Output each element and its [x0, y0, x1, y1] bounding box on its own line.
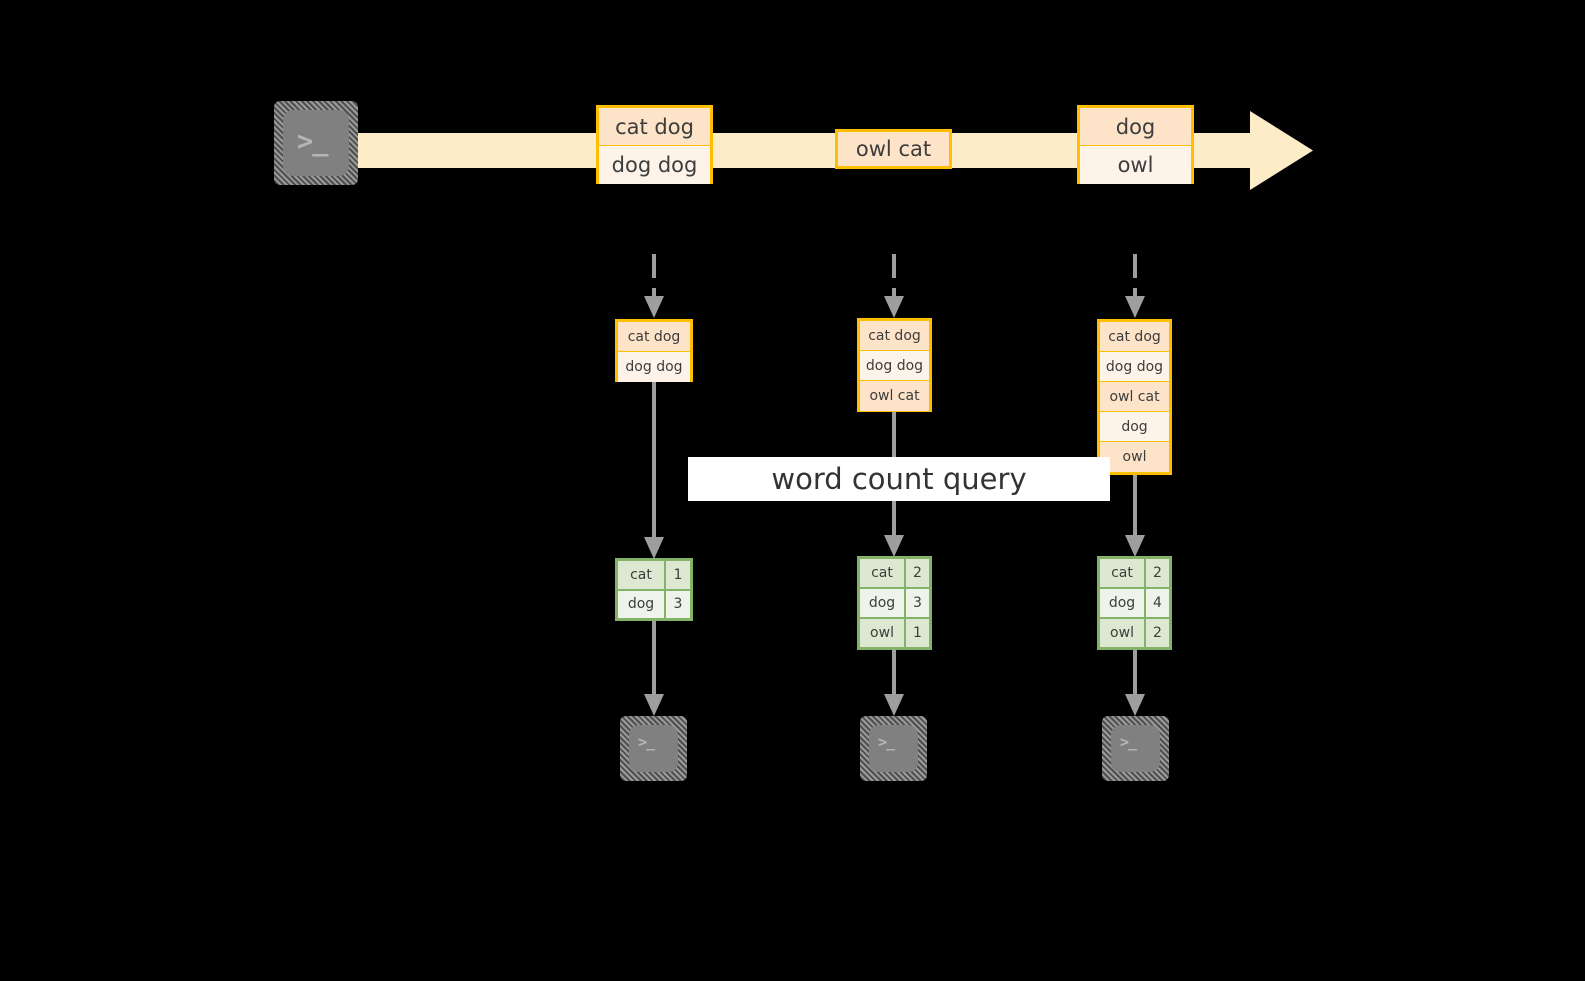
- result-word-cell: cat: [1100, 559, 1146, 587]
- result-count-cell: 1: [666, 561, 690, 589]
- source-terminal-icon[interactable]: >_: [274, 101, 358, 185]
- result-word-cell: dog: [860, 589, 906, 617]
- snapshot-input-line: dog dog: [618, 352, 690, 382]
- snapshot-input-line: cat dog: [860, 321, 929, 351]
- snapshot-2-dashed-connector: [884, 254, 904, 318]
- snapshot-3-sink-terminal-icon[interactable]: >_: [1102, 716, 1169, 781]
- terminal-body: [869, 725, 918, 772]
- terminal-prompt-glyph: >_: [638, 733, 655, 751]
- snapshot-input-line: owl cat: [1100, 382, 1169, 412]
- terminal-body: [283, 110, 349, 176]
- snapshot-1-dashed-connector: [644, 254, 664, 318]
- stream-arrow-icon: [355, 111, 1313, 190]
- snapshot-3-dashed-connector: [1125, 254, 1145, 318]
- stream-event-line: dog: [1080, 108, 1191, 146]
- snapshot-input-line: cat dog: [1100, 322, 1169, 352]
- terminal-body: [629, 725, 678, 772]
- snapshot-1-result-table[interactable]: cat 1 dog 3: [615, 558, 693, 621]
- result-row: dog 3: [860, 589, 929, 619]
- snapshot-input-line: dog dog: [860, 351, 929, 381]
- snapshot-3-query-connector: [1125, 475, 1145, 557]
- snapshot-3-input-box[interactable]: cat dog dog dog owl cat dog owl: [1097, 319, 1172, 475]
- snapshot-2-sink-terminal-icon[interactable]: >_: [860, 716, 927, 781]
- stream-event-box[interactable]: dog owl: [1077, 105, 1194, 184]
- stream-event-line: cat dog: [599, 108, 710, 146]
- snapshot-input-line: dog: [1100, 412, 1169, 442]
- result-word-cell: dog: [618, 590, 666, 618]
- terminal-prompt-glyph: >_: [1120, 733, 1137, 751]
- result-row: cat 1: [618, 561, 690, 591]
- result-count-cell: 1: [906, 619, 929, 647]
- snapshot-3-result-table[interactable]: cat 2 dog 4 owl 2: [1097, 556, 1172, 650]
- snapshot-input-line: cat dog: [618, 322, 690, 352]
- stream-event-line: dog dog: [599, 146, 710, 184]
- terminal-body: [1111, 725, 1160, 772]
- snapshot-input-line: dog dog: [1100, 352, 1169, 382]
- snapshot-1-sink-terminal-icon[interactable]: >_: [620, 716, 687, 781]
- snapshot-3-sink-connector: [1125, 650, 1145, 716]
- snapshot-input-line: owl cat: [860, 381, 929, 411]
- result-count-cell: 3: [906, 589, 929, 617]
- result-word-cell: owl: [860, 619, 906, 647]
- stream-event-line: owl cat: [838, 132, 949, 166]
- result-row: dog 3: [618, 590, 690, 618]
- query-label: word count query: [688, 457, 1110, 501]
- snapshot-2-sink-connector: [884, 650, 904, 716]
- result-row: owl 2: [1100, 619, 1169, 647]
- stream-event-box[interactable]: owl cat: [835, 129, 952, 169]
- result-count-cell: 3: [666, 590, 690, 618]
- stream-event-box[interactable]: cat dog dog dog: [596, 105, 713, 184]
- result-row: dog 4: [1100, 589, 1169, 619]
- result-count-cell: 4: [1146, 589, 1169, 617]
- result-count-cell: 2: [906, 559, 929, 587]
- snapshot-1-input-box[interactable]: cat dog dog dog: [615, 319, 693, 382]
- result-count-cell: 2: [1146, 619, 1169, 647]
- snapshot-1-sink-connector: [644, 621, 664, 716]
- snapshot-input-line: owl: [1100, 442, 1169, 472]
- snapshot-2-result-table[interactable]: cat 2 dog 3 owl 1: [857, 556, 932, 650]
- stream-event-line: owl: [1080, 146, 1191, 184]
- result-word-cell: cat: [860, 559, 906, 587]
- result-word-cell: cat: [618, 561, 666, 589]
- terminal-prompt-glyph: >_: [297, 126, 329, 157]
- result-row: cat 2: [1100, 559, 1169, 589]
- terminal-prompt-glyph: >_: [878, 733, 895, 751]
- result-word-cell: owl: [1100, 619, 1146, 647]
- result-word-cell: dog: [1100, 589, 1146, 617]
- result-row: cat 2: [860, 559, 929, 589]
- snapshot-1-query-connector: [644, 382, 664, 559]
- result-count-cell: 2: [1146, 559, 1169, 587]
- snapshot-2-input-box[interactable]: cat dog dog dog owl cat: [857, 318, 932, 412]
- result-row: owl 1: [860, 619, 929, 647]
